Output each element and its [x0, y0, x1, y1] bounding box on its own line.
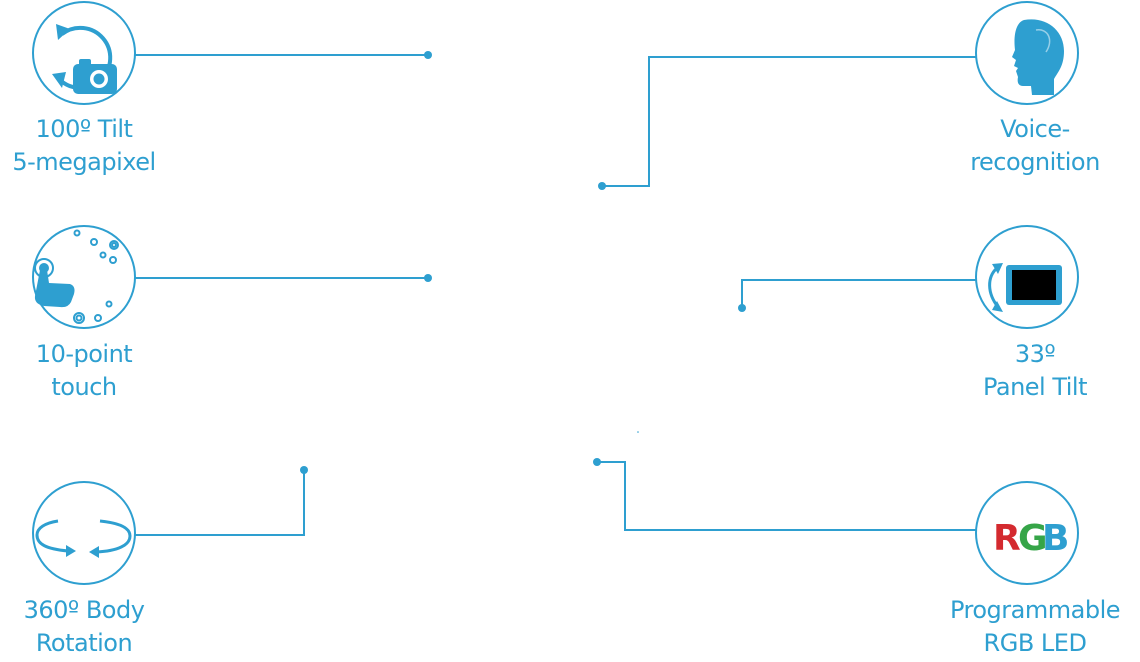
camera-label-line1: 100º Tilt — [35, 115, 133, 143]
rgb-connector — [597, 461, 976, 531]
panel-feature-label: 33º Panel Tilt — [925, 338, 1140, 404]
touch-label-line2: touch — [51, 373, 117, 401]
rgb-letter-g: G — [1018, 518, 1048, 559]
rotation-connector — [135, 470, 305, 536]
rotation-label-line1: 360º Body — [23, 596, 145, 624]
touch-endpoint-dot — [424, 274, 432, 282]
rgb-icon-circle — [975, 481, 1079, 585]
voice-connector — [602, 56, 976, 187]
panel-endpoint-dot — [738, 304, 746, 312]
panel-icon-circle — [975, 225, 1079, 329]
voice-endpoint-dot — [598, 182, 606, 190]
rotation-label-line2: Rotation — [35, 629, 133, 657]
center-mark — [637, 431, 639, 433]
rgb-feature-label: Programmable RGB LED — [925, 594, 1140, 660]
voice-label-line1: Voice- — [1000, 115, 1070, 143]
panel-label-line1: 33º — [1014, 340, 1056, 368]
voice-icon-circle — [975, 1, 1079, 105]
camera-feature-label: 100º Tilt 5-megapixel — [0, 113, 184, 179]
rotation-endpoint-dot — [300, 466, 308, 474]
rgb-letter-b: B — [1042, 518, 1069, 559]
rgb-letter-r: R — [993, 518, 1021, 559]
panel-label-line2: Panel Tilt — [982, 373, 1088, 401]
panel-connector — [741, 279, 976, 308]
touch-icon-circle — [32, 225, 136, 329]
rgb-label-line2: RGB LED — [983, 629, 1087, 657]
voice-feature-label: Voice- recognition — [925, 113, 1140, 179]
rgb-text-icon: R G B — [993, 518, 1069, 559]
rgb-label-line1: Programmable — [949, 596, 1121, 624]
rotating-camera-icon — [52, 24, 117, 94]
touch-hand-icon — [34, 229, 119, 324]
camera-icon-circle — [32, 1, 136, 105]
rotation-icon-circle — [32, 481, 136, 585]
head-profile-icon — [1012, 19, 1064, 95]
rotation-arrows-icon — [35, 519, 132, 558]
camera-endpoint-dot — [424, 51, 432, 59]
touch-feature-label: 10-point touch — [0, 338, 184, 404]
rgb-endpoint-dot — [593, 458, 601, 466]
tilting-panel-icon — [988, 263, 1062, 312]
voice-label-line2: recognition — [970, 148, 1100, 176]
touch-label-line1: 10-point — [35, 340, 133, 368]
camera-label-line2: 5-megapixel — [12, 148, 156, 176]
rotation-feature-label: 360º Body Rotation — [0, 594, 184, 660]
